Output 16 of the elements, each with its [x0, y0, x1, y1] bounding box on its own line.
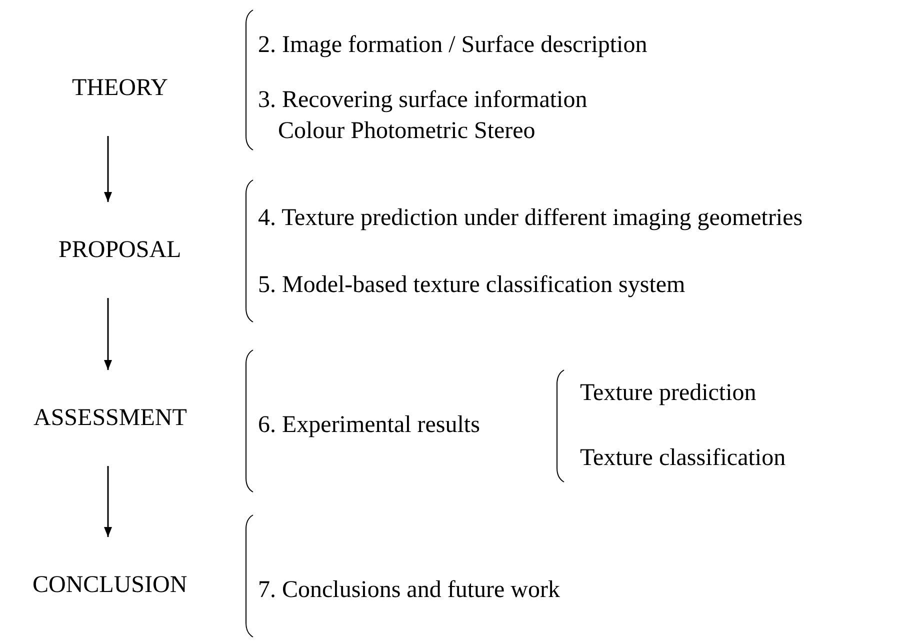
chapter-text: Colour Photometric Stereo	[278, 117, 536, 145]
arrow	[104, 136, 112, 202]
stage-label: THEORY	[72, 74, 168, 102]
chapter-text: 2. Image formation / Surface description	[258, 31, 648, 59]
chapter-text: Texture classification	[580, 444, 786, 472]
chapter-text: 7. Conclusions and future work	[258, 576, 560, 604]
chapter-text: 5. Model-based texture classification system	[258, 271, 686, 299]
chapter-text: Texture prediction	[580, 379, 756, 407]
stage-label: CONCLUSION	[32, 571, 188, 599]
stage-label: PROPOSAL	[58, 236, 182, 264]
chapter-text: 3. Recovering surface information	[258, 86, 588, 114]
stage-label: ASSESSMENT	[34, 404, 187, 432]
chapter-text: 4. Texture prediction under different imaging geometries	[258, 204, 803, 232]
chapter-text: 6. Experimental results	[258, 411, 480, 439]
arrow	[104, 298, 112, 370]
arrow	[104, 466, 112, 537]
